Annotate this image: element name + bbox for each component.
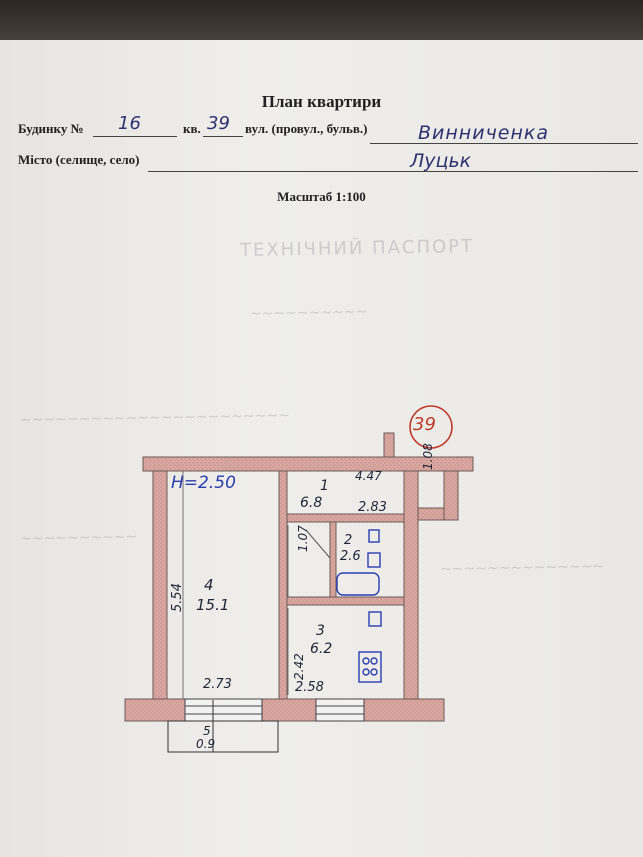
city-label: Місто (селище, село) (18, 152, 140, 167)
wall-bottom-right (363, 698, 445, 722)
door-arc-bathroom (305, 529, 331, 559)
bathtub (336, 572, 380, 596)
city-underline (148, 171, 638, 172)
wall-bottom-left (124, 698, 186, 722)
wall-top (142, 456, 474, 472)
stamp-number: 39 (413, 414, 436, 435)
wall-far-right (443, 470, 459, 521)
room-4-area: 15.1 (196, 596, 230, 614)
background-top-strip (0, 0, 643, 44)
stamp-circle (409, 405, 453, 449)
wall-chimney (383, 432, 395, 458)
wall-right (403, 470, 419, 700)
wall-room3-top (286, 596, 405, 606)
room-2-number: 2 (344, 533, 353, 548)
city-value: Луцьк (410, 150, 472, 172)
room-4-number: 4 (204, 576, 214, 594)
dim-room1-inner: 2.83 (358, 500, 387, 515)
dim-room4-bottom: 2.73 (203, 677, 232, 692)
dim-right-short: 1.08 (421, 443, 435, 470)
room-5-number: 5 (203, 724, 211, 738)
apartment-label: кв. (183, 121, 201, 136)
wall-room1-bottom (286, 513, 405, 523)
window-room4 (184, 698, 263, 722)
wall-bottom-middle (261, 698, 317, 722)
apartment-number: 39 (207, 113, 230, 134)
apartment-underline (203, 136, 243, 137)
ceiling-height: Н=2.50 (171, 473, 236, 493)
stove (358, 651, 382, 683)
street-underline (370, 143, 638, 144)
kitchen-sink (368, 611, 382, 627)
house-number: 16 (118, 113, 141, 134)
house-underline (93, 136, 177, 137)
page-title: План квартири (261, 92, 382, 111)
wall-right-stub (417, 507, 445, 521)
document-sheet (0, 40, 643, 857)
room-3-area: 6.2 (310, 641, 333, 657)
wall-interior-vertical (278, 470, 288, 700)
window-room3 (315, 698, 365, 722)
dim-room2-left: 1.07 (296, 525, 310, 552)
dim-room4-left: 5.54 (170, 583, 185, 612)
dim-room3-left: 2.42 (292, 653, 306, 680)
sink (367, 552, 381, 568)
scale-label: Масштаб 1:100 (277, 189, 366, 204)
room-3-number: 3 (316, 623, 325, 639)
room-5-area: 0.9 (196, 737, 216, 751)
dim-room3-bottom: 2.58 (295, 680, 324, 695)
wall-bathroom-left (329, 521, 337, 601)
dim-top-right: 4.47 (355, 469, 382, 483)
toilet (368, 529, 380, 543)
balcony-outline (167, 720, 279, 753)
room-2-area: 2.6 (340, 549, 361, 564)
street-value: Винниченка (418, 122, 550, 144)
room-1-area: 6.8 (300, 495, 323, 511)
wall-left (152, 470, 168, 700)
house-label: Будинку № (18, 121, 84, 136)
room-1-number: 1 (320, 478, 329, 494)
street-label: вул. (провул., бульв.) (245, 121, 368, 136)
